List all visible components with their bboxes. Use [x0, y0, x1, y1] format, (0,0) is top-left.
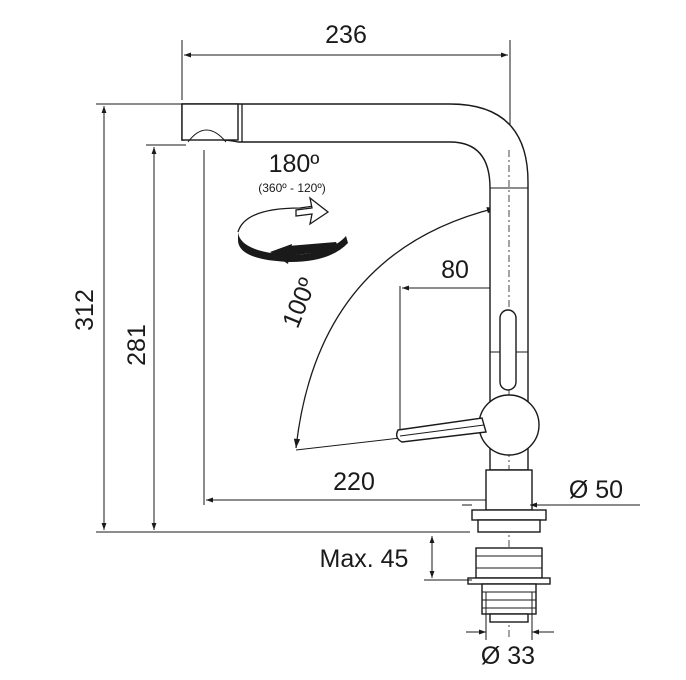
faucet-base: [462, 469, 556, 533]
dimension-height-spout: 281: [123, 144, 186, 530]
rotation-angle-label: 180º: [269, 150, 320, 178]
dimension-reach-label: 220: [333, 468, 375, 496]
dimension-reach: 220: [203, 150, 508, 505]
dimension-height-total-label: 312: [71, 289, 99, 331]
dimension-height-total: 312: [71, 103, 470, 533]
mounting-shank: [467, 547, 551, 623]
swing-angle-label: 100º: [277, 274, 322, 332]
dimension-width-top: 236: [181, 21, 511, 185]
dimension-max-thickness: Max. 45: [320, 536, 472, 581]
dimension-shank-diameter-label: Ø 33: [481, 642, 535, 670]
lever-handle: [395, 309, 540, 456]
dimension-height-spout-label: 281: [123, 324, 151, 366]
rotation-range-label: (360º - 120º): [258, 181, 325, 195]
rotation-arrow-icon: 180º (360º - 120º): [237, 150, 348, 264]
dimension-base-diameter: Ø 50: [530, 476, 640, 508]
dimension-max-thickness-label: Max. 45: [320, 545, 409, 573]
dimension-width-top-label: 236: [325, 21, 367, 49]
dimension-shank-diameter: Ø 33: [466, 592, 554, 670]
dimension-base-diameter-label: Ø 50: [569, 476, 623, 504]
dimension-handle-offset-label: 80: [441, 256, 469, 284]
